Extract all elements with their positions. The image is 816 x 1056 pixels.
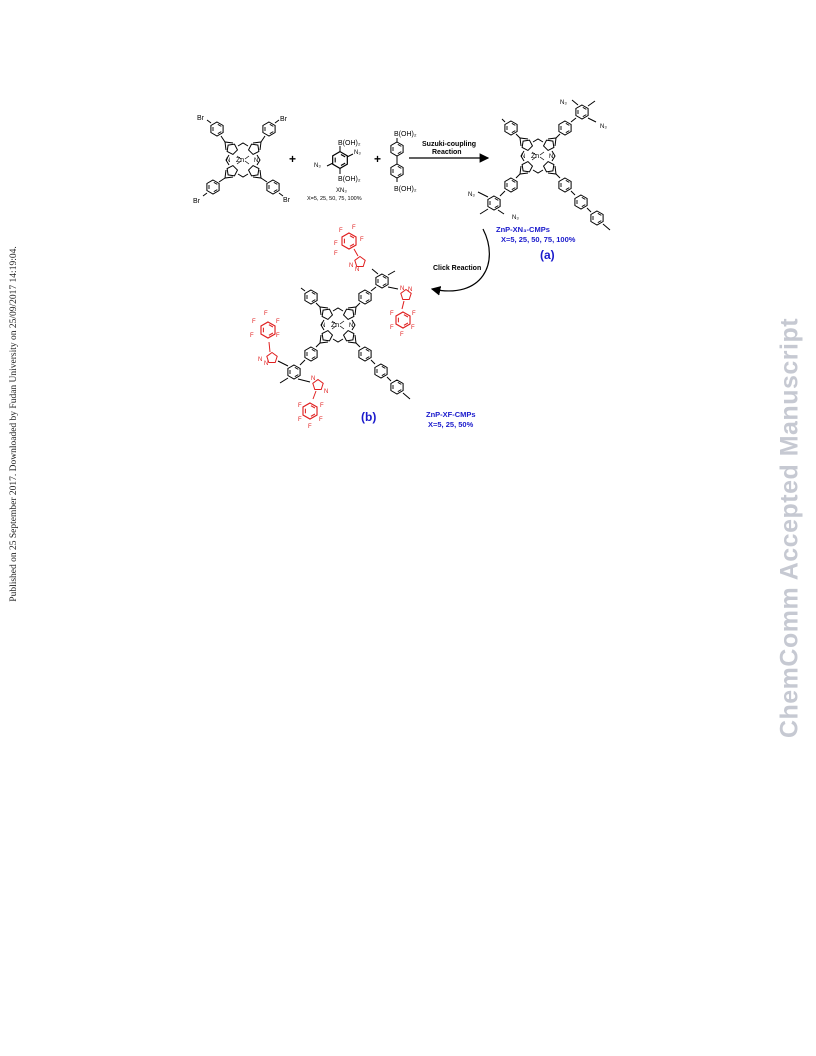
fluorine-label: F — [339, 228, 343, 234]
zn-atom-label: Zn — [331, 322, 339, 329]
plus-sign: + — [289, 152, 296, 166]
br-label: Br — [283, 197, 291, 204]
fluorine-label: F — [264, 311, 268, 317]
suzuki-coupling-arrow: Suzuki-coupling Reaction — [409, 141, 490, 163]
triazole-n-label: N — [264, 361, 268, 367]
plus-sign: + — [374, 152, 381, 166]
azide-label: N₃ — [600, 124, 607, 130]
triazole-n-label: N — [349, 263, 353, 269]
n-atom-label: N — [349, 323, 353, 329]
fluorine-label: F — [276, 319, 280, 325]
fluorine-label: F — [252, 319, 256, 325]
fluorine-label: F — [276, 333, 280, 339]
n-atom-label: N — [226, 158, 230, 164]
fluorine-label: F — [334, 241, 338, 247]
n-atom-label: N — [549, 154, 553, 160]
triazole-n-label: N — [258, 357, 262, 363]
triazole-n-label: N — [311, 376, 315, 382]
boronic-acid-label: B(OH)₂ — [394, 131, 417, 138]
fluorine-label: F — [352, 225, 356, 231]
product-a-znp-xn3-cmp: Zn N N N₃ N₃ N₃ N₃ ZnP-XN₃-CMPs — [468, 99, 611, 262]
br-label: Br — [280, 116, 288, 123]
fluorine-label: F — [400, 332, 404, 338]
fluorine-label: F — [308, 424, 312, 430]
fluorine-label: F — [360, 237, 364, 243]
triazole-n-label: N — [408, 287, 412, 293]
fluorine-label: F — [298, 417, 302, 423]
label-b: (b) — [361, 410, 376, 424]
n-atom-label: N — [254, 158, 258, 164]
boronic-acid-label: B(OH)₂ — [338, 140, 361, 147]
triazole-n-label: N — [400, 286, 404, 292]
arrow-label-line1: Suzuki-coupling — [422, 141, 476, 148]
zn-atom-label: Zn — [236, 157, 244, 164]
boronic-acid-label: B(OH)₂ — [394, 186, 417, 193]
fluorine-label: F — [250, 333, 254, 339]
boronic-acid-label: B(OH)₂ — [338, 176, 361, 183]
azide-label: N₃ — [560, 100, 567, 106]
n-atom-label: N — [521, 154, 525, 160]
reactant-biphenyl-diboronic-acid: B(OH)₂ B(OH)₂ — [390, 131, 417, 193]
product-a-range: X=5, 25, 50, 75, 100% — [501, 235, 576, 244]
arrow-label-line2: Reaction — [432, 149, 462, 156]
reactant-zn-porphyrin-bromide: Zn N N Br Br Br Br — [193, 115, 291, 205]
product-b-znp-xf-cmp: Zn N N N N F F F F F N N F F F F F — [250, 225, 476, 430]
xn3-range: X=5, 25, 50, 75, 100% — [307, 196, 362, 202]
n-atom-label: N — [321, 323, 325, 329]
product-b-name: ZnP-XF-CMPs — [426, 410, 476, 419]
fluorine-label: F — [334, 251, 338, 257]
br-label: Br — [197, 115, 205, 122]
product-b-range: X=5, 25, 50% — [428, 420, 474, 429]
azide-label: N₃ — [354, 150, 361, 156]
br-label: Br — [193, 198, 201, 205]
xn3-label: XN₃ — [336, 188, 347, 194]
fluorine-label: F — [320, 403, 324, 409]
reactant-xn3-boronic-acid: B(OH)₂ B(OH)₂ N₃ N₃ XN₃ X=5, 25, 50, 75,… — [307, 140, 362, 202]
azide-label: N₃ — [314, 163, 321, 169]
click-reaction-arrow: Click Reaction — [430, 228, 490, 296]
fluorine-label: F — [319, 417, 323, 423]
fluorine-label: F — [412, 311, 416, 317]
label-a: (a) — [540, 248, 555, 262]
azide-label: N₃ — [468, 192, 475, 198]
click-reaction-label: Click Reaction — [433, 265, 481, 272]
azide-label: N₃ — [512, 215, 519, 221]
triazole-n-label: N — [324, 389, 328, 395]
fluorine-label: F — [390, 311, 394, 317]
triazole-n-label: N — [355, 267, 359, 273]
product-a-name: ZnP-XN₃-CMPs — [496, 225, 550, 234]
fluorine-label: F — [298, 403, 302, 409]
fluorine-label: F — [411, 325, 415, 331]
zn-atom-label: Zn — [531, 153, 539, 160]
fluorine-label: F — [390, 325, 394, 331]
